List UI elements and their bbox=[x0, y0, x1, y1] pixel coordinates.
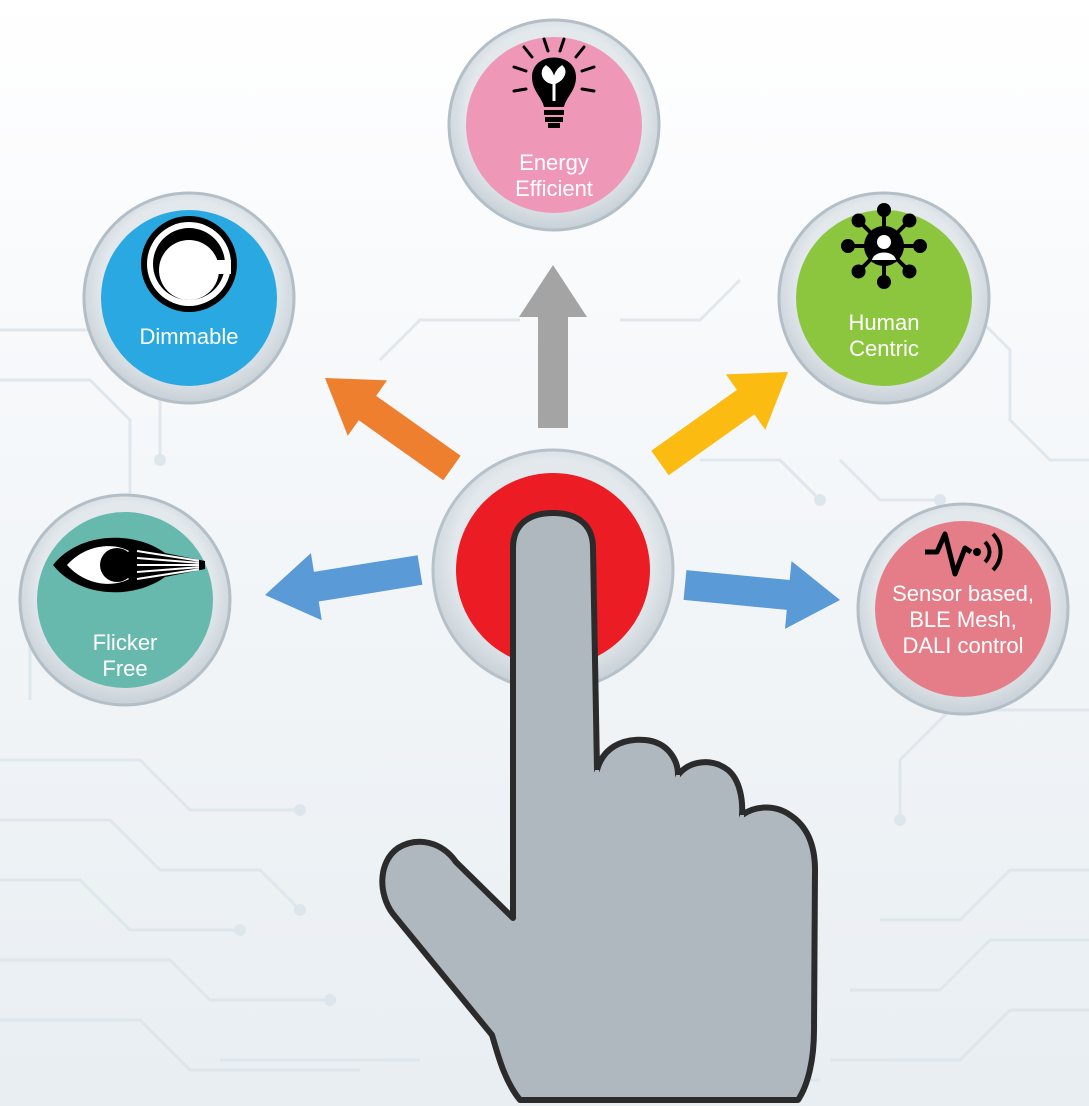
human-network-icon bbox=[841, 203, 927, 289]
feature-label-sensor-based: Sensor based,BLE Mesh,DALI control bbox=[892, 581, 1034, 658]
pointing-hand-icon bbox=[379, 510, 818, 1103]
arrow-to-dimmable bbox=[324, 377, 461, 481]
dimmer-knob-icon bbox=[141, 216, 237, 312]
arrow-to-human-centric bbox=[651, 371, 789, 476]
sensor-signal-icon bbox=[925, 531, 1003, 577]
arrow-to-sensor-based bbox=[683, 561, 840, 629]
feature-node-dimmable[interactable]: Dimmable bbox=[82, 191, 296, 405]
feature-circle bbox=[796, 210, 972, 386]
eye-icon bbox=[53, 537, 205, 593]
arrow-to-flicker-free bbox=[265, 553, 423, 621]
arrows-group bbox=[265, 265, 840, 629]
arrow-to-energy-efficient bbox=[519, 265, 587, 428]
feature-label-dimmable: Dimmable bbox=[139, 324, 238, 349]
eco-bulb-icon bbox=[512, 37, 596, 128]
feature-node-sensor-based[interactable]: Sensor based,BLE Mesh,DALI control bbox=[856, 502, 1070, 716]
feature-circle bbox=[875, 521, 1051, 697]
